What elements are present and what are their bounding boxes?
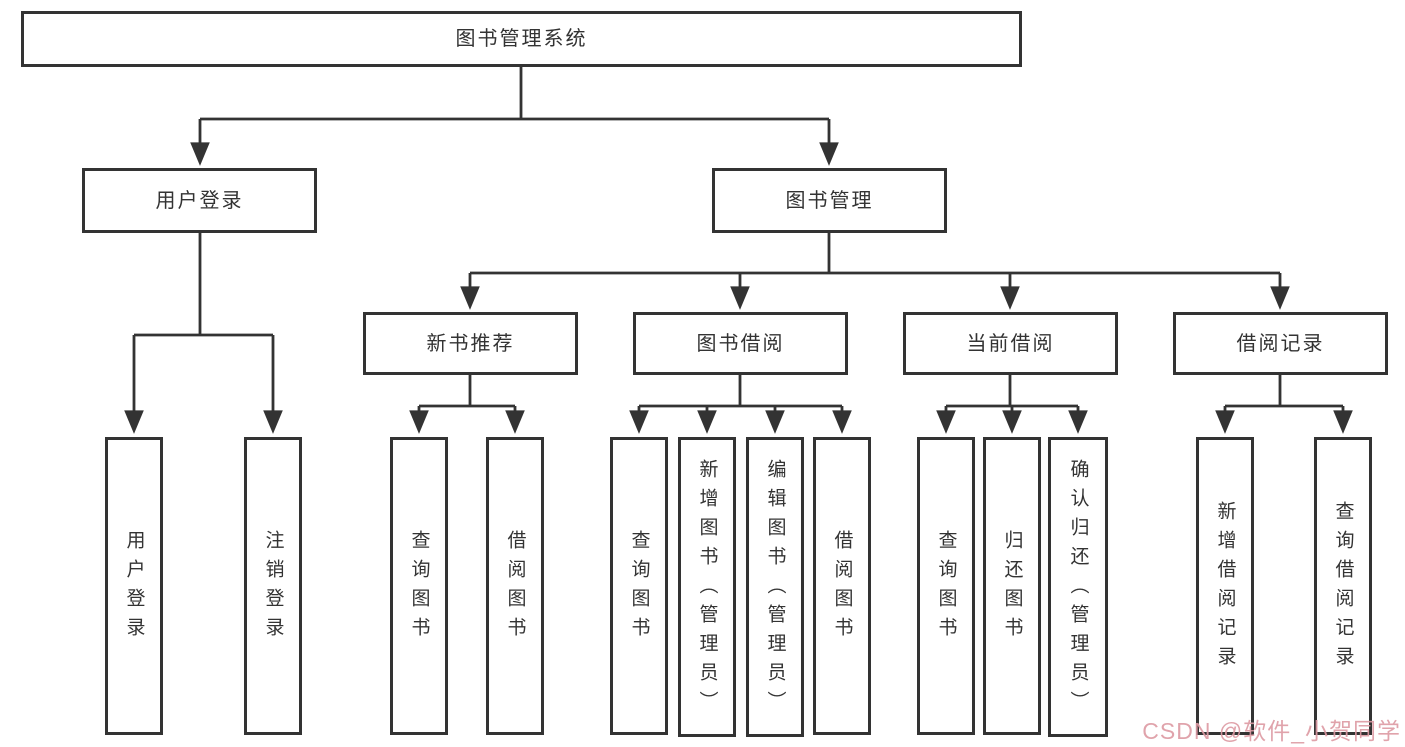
leaf-add-borrow-record: 新增借阅记录 xyxy=(1196,437,1254,735)
node-new-book-recommend: 新书推荐 xyxy=(363,312,578,375)
leaf-add-book-admin: 新增图书（管理员） xyxy=(678,437,736,737)
leaf-return-book: 归还图书 xyxy=(983,437,1041,735)
leaf-query-borrow-record: 查询借阅记录 xyxy=(1314,437,1372,735)
node-borrow-record: 借阅记录 xyxy=(1173,312,1388,375)
leaf-borrow-query-book: 查询图书 xyxy=(610,437,668,735)
node-book-management: 图书管理 xyxy=(712,168,947,233)
csdn-watermark: CSDN @软件_小贺同学 xyxy=(1142,718,1401,744)
leaf-recommend-borrow-book: 借阅图书 xyxy=(486,437,544,735)
node-current-borrow: 当前借阅 xyxy=(903,312,1118,375)
leaf-edit-book-admin: 编辑图书（管理员） xyxy=(746,437,804,737)
node-system-root: 图书管理系统 xyxy=(21,11,1022,67)
leaf-user-login: 用户登录 xyxy=(105,437,163,735)
leaf-logout: 注销登录 xyxy=(244,437,302,735)
leaf-confirm-return-admin: 确认归还（管理员） xyxy=(1048,437,1108,737)
node-user-login: 用户登录 xyxy=(82,168,317,233)
leaf-recommend-query-book: 查询图书 xyxy=(390,437,448,735)
node-book-borrow: 图书借阅 xyxy=(633,312,848,375)
leaf-current-query-book: 查询图书 xyxy=(917,437,975,735)
leaf-borrow-book: 借阅图书 xyxy=(813,437,871,735)
